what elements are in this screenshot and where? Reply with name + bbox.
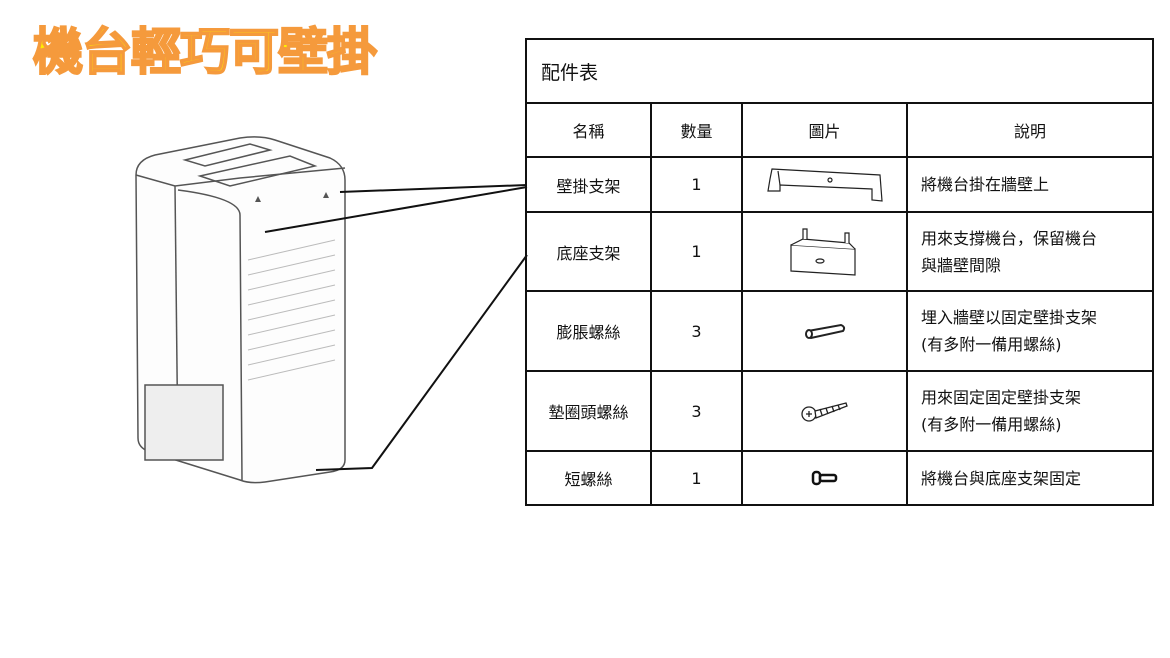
description-line: 將機台掛在牆壁上 xyxy=(921,175,1050,194)
description-line: (有多附一備用螺絲) xyxy=(921,415,1062,434)
wall-anchor-icon xyxy=(741,290,908,372)
header-name: 名稱 xyxy=(525,102,652,158)
headline: 機台輕巧可壁掛 xyxy=(32,22,378,82)
header-picture: 圖片 xyxy=(741,102,908,158)
item-name: 膨脹螺絲 xyxy=(525,290,652,372)
description-line: 埋入牆壁以固定壁掛支架 xyxy=(921,308,1098,327)
item-qty: 3 xyxy=(650,290,743,372)
table-row: 墊圈頭螺絲 3 用來固定固定壁掛支架 (有多附一備用螺絲) xyxy=(525,370,1154,452)
item-description: 埋入牆壁以固定壁掛支架 (有多附一備用螺絲) xyxy=(906,290,1154,372)
description-line: 與牆壁間隙 xyxy=(921,255,1002,275)
item-name: 壁掛支架 xyxy=(525,156,652,213)
wall-bracket-icon xyxy=(741,156,908,213)
item-name: 墊圈頭螺絲 xyxy=(525,370,652,452)
item-description: 用來支撐機台，保留機台與牆壁間隙 xyxy=(906,211,1154,292)
item-description: 將機台掛在牆壁上 xyxy=(906,156,1154,213)
item-description: 用來固定固定壁掛支架 (有多附一備用螺絲) xyxy=(906,370,1154,452)
table-row: 壁掛支架 1 將機台掛在牆壁上 xyxy=(525,156,1154,213)
description-line: 用來支撐機台，保留機台 xyxy=(921,228,1098,248)
table-row: 膨脹螺絲 3 埋入牆壁以固定壁掛支架 (有多附一備用螺絲) xyxy=(525,290,1154,372)
table-row: 底座支架 1 用來支撐機台，保留機台與牆壁間隙 xyxy=(525,211,1154,292)
description-line: 將機台與底座支架固定 xyxy=(921,468,1082,488)
item-qty: 1 xyxy=(650,156,743,213)
table-row: 短螺絲 1 將機台與底座支架固定 xyxy=(525,450,1154,506)
washer-head-screw-icon xyxy=(741,370,908,452)
accessory-table: 配件表 名稱 數量 圖片 說明 壁掛支架 1 將機台掛在牆壁上 底座支架 1 用… xyxy=(525,38,1154,506)
item-name: 短螺絲 xyxy=(525,450,652,506)
table-title: 配件表 xyxy=(525,38,1154,104)
item-qty: 1 xyxy=(650,211,743,292)
header-qty: 數量 xyxy=(650,102,743,158)
description-line: (有多附一備用螺絲) xyxy=(921,335,1062,354)
base-bracket-icon xyxy=(741,211,908,292)
item-qty: 3 xyxy=(650,370,743,452)
short-screw-icon xyxy=(741,450,908,506)
item-qty: 1 xyxy=(650,450,743,506)
item-name: 底座支架 xyxy=(525,211,652,292)
description-line: 用來固定固定壁掛支架 xyxy=(921,388,1082,407)
header-description: 說明 xyxy=(906,102,1154,158)
dehumidifier-illustration xyxy=(135,136,528,484)
item-description: 將機台與底座支架固定 xyxy=(906,450,1154,506)
table-header-row: 名稱 數量 圖片 說明 xyxy=(525,102,1154,158)
